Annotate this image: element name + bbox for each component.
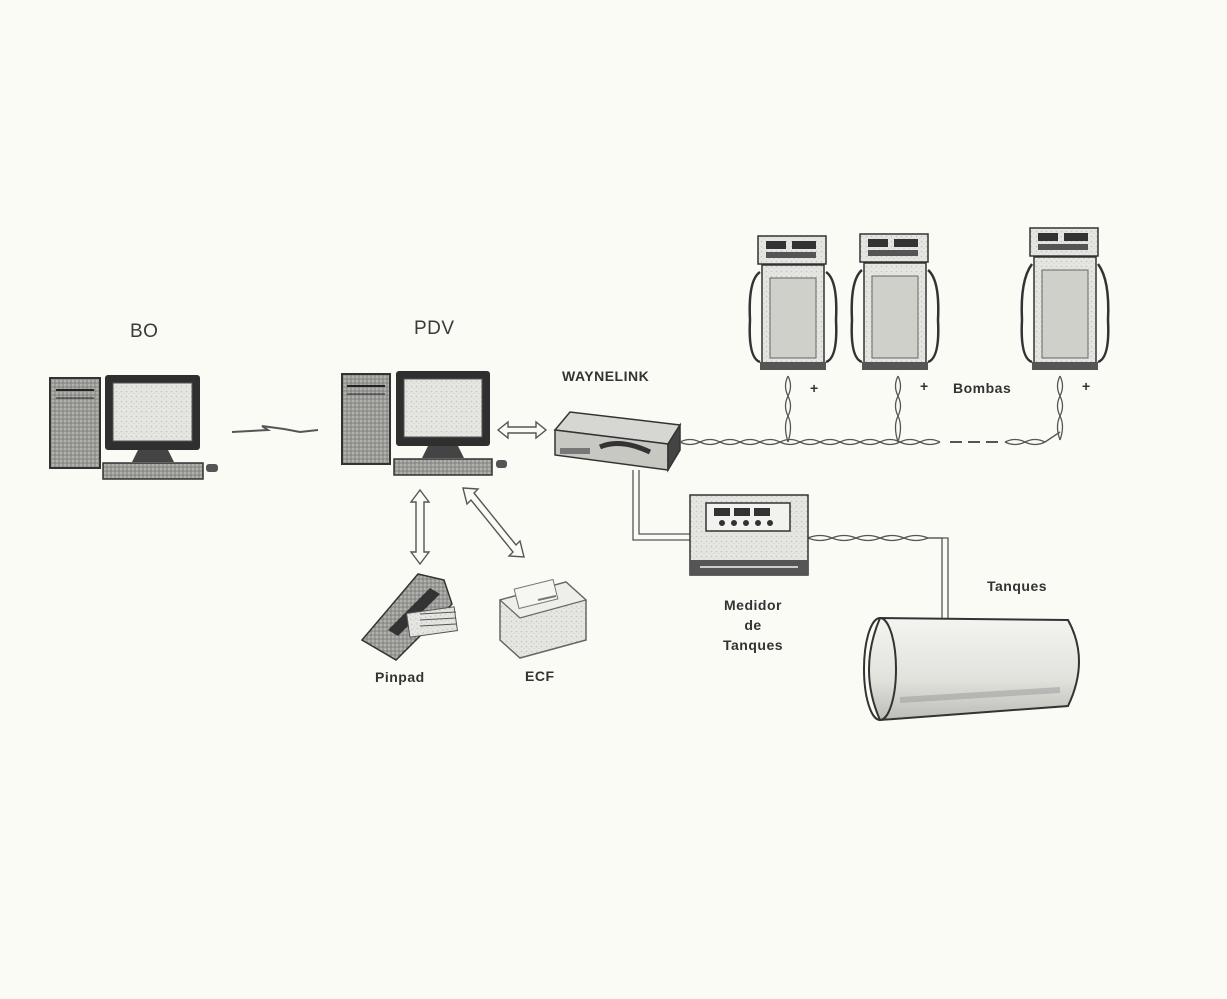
pdv-label: PDV [414,318,455,339]
bo-computer-icon [49,375,218,480]
bo-keyboard [102,462,204,480]
pdv-tower [341,373,391,465]
tanques-label: Tanques [987,578,1048,594]
fuel-tank-icon [863,616,1080,722]
medidor-label-line-3: Tanques [722,637,784,653]
ecf-printer-icon [498,578,588,659]
tank-gauge-device-icon [689,494,809,576]
bo-mouse [206,464,218,472]
pinpad-label: Pinpad [375,669,425,685]
pdv-waynelink-double-arrow [496,420,548,440]
pdv-computer-icon [341,371,507,476]
medidor-label-line-2: de [744,617,762,633]
pump-2-plus: + [920,378,929,394]
bo-label: BO [130,321,159,342]
pinpad-icon [360,573,459,661]
medidor-label-line-1: Medidor [724,597,782,613]
pdv-ecf-double-arrow [462,487,525,558]
fuel-pump-icon [850,233,940,370]
pdv-pinpad-double-arrow [409,488,431,566]
pdv-keyboard [393,458,493,476]
bombas-label: Bombas [953,380,1012,396]
pump-1-plus: + [810,380,819,396]
pump-bus-cable [679,431,1061,446]
waynelink-device-icon [553,411,682,473]
fuel-pump-icon [748,235,838,370]
pump-3-plus: + [1082,378,1091,394]
bo-tower [49,377,101,469]
fuel-pump-icon [1020,227,1110,370]
waynelink-medidor-cable [632,470,690,541]
bo-pdv-wireless-link [231,425,319,434]
waynelink-label: WAYNELINK [562,368,650,384]
medidor-tanques-cable [807,534,949,620]
medidor-label: Medidor de Tanques [708,595,798,655]
pdv-mouse [496,460,507,468]
pump-drop-cables [784,375,1064,443]
ecf-label: ECF [525,668,555,684]
